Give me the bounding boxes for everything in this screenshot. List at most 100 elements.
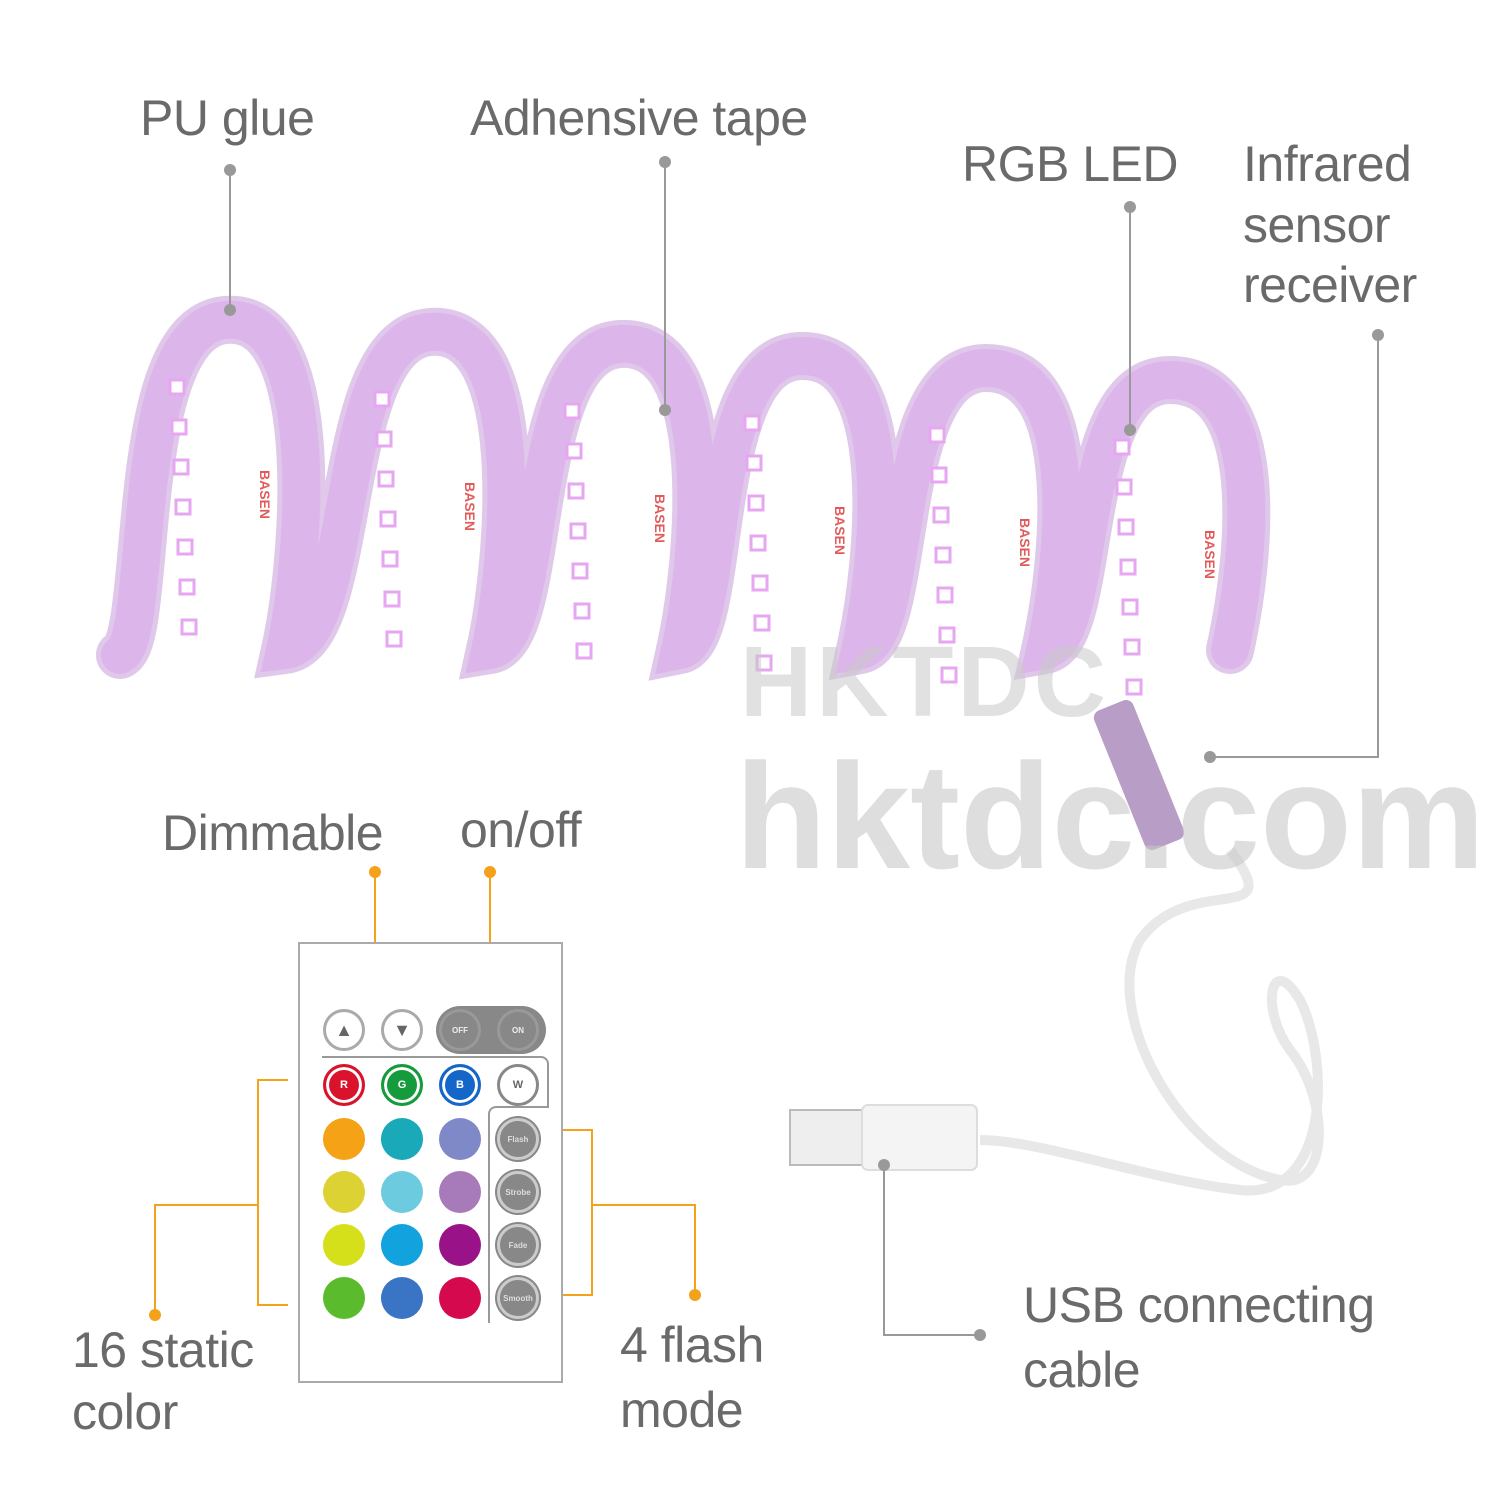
dot-adhesive <box>659 156 671 168</box>
label-pu-glue: PU glue <box>140 90 315 146</box>
dot-infrared-end <box>1204 751 1216 763</box>
leader-static <box>154 1204 258 1315</box>
brightness-up-button[interactable]: ▲ <box>323 1009 365 1051</box>
led-chip <box>377 470 395 488</box>
led-chip <box>932 506 950 524</box>
color-button-r[interactable]: R <box>323 1064 365 1106</box>
label-dimmable: Dimmable <box>162 805 384 861</box>
led-chip <box>178 578 196 596</box>
led-chip <box>1125 678 1143 696</box>
power-on-button[interactable]: ON <box>497 1009 539 1051</box>
led-chip <box>170 418 188 436</box>
led-chip <box>928 426 946 444</box>
usb-cable <box>979 847 1324 1196</box>
dot-static <box>149 1309 161 1321</box>
dot-usb <box>974 1329 986 1341</box>
led-chip <box>936 586 954 604</box>
dot-adhesive-end <box>659 404 671 416</box>
usb-plug-housing <box>861 1104 978 1171</box>
led-chip <box>940 666 958 684</box>
color-swatch-button[interactable] <box>381 1118 423 1160</box>
led-chip <box>375 430 393 448</box>
led-chip <box>1115 478 1133 496</box>
led-chip <box>747 494 765 512</box>
dot-pu-glue <box>224 164 236 176</box>
color-swatch-button[interactable] <box>439 1277 481 1319</box>
dot-flash <box>689 1289 701 1301</box>
strip-brand-text: BASEN <box>462 482 478 531</box>
led-chip <box>567 482 585 500</box>
color-swatch-button[interactable] <box>381 1277 423 1319</box>
led-chip <box>571 562 589 580</box>
color-button-b[interactable]: B <box>439 1064 481 1106</box>
led-chip <box>174 498 192 516</box>
strip-brand-text: BASEN <box>257 470 273 519</box>
dot-dimmable <box>369 866 381 878</box>
mode-button-smooth[interactable]: Smooth <box>497 1277 539 1319</box>
led-strip <box>101 300 1266 675</box>
led-chip <box>934 546 952 564</box>
usb-plug-metal <box>789 1109 866 1166</box>
label-on-off: on/off <box>460 802 582 858</box>
infrared-sensor <box>1093 700 1185 850</box>
strip-brand-text: BASEN <box>652 494 668 543</box>
led-chip <box>751 574 769 592</box>
led-chip <box>938 626 956 644</box>
divider <box>322 1056 549 1108</box>
led-chip <box>563 402 581 420</box>
label-usb-cable-2: cable <box>1023 1342 1141 1398</box>
led-chip <box>1123 638 1141 656</box>
led-chip <box>573 602 591 620</box>
dot-infrared <box>1372 329 1384 341</box>
color-swatch-button[interactable] <box>381 1224 423 1266</box>
color-swatch-button[interactable] <box>439 1171 481 1213</box>
led-chip <box>749 534 767 552</box>
color-swatch-button[interactable] <box>323 1171 365 1213</box>
watermark-site: hktdc.com <box>735 732 1486 900</box>
label-static-color-1: 16 static <box>72 1322 254 1378</box>
bracket-static <box>257 1079 288 1306</box>
led-chip <box>930 466 948 484</box>
leader-infrared <box>1210 335 1379 758</box>
strip-brand-text: BASEN <box>1017 518 1033 567</box>
mode-button-fade[interactable]: Fade <box>497 1224 539 1266</box>
led-chip <box>1117 518 1135 536</box>
dot-pu-glue-end <box>224 304 236 316</box>
brightness-down-button[interactable]: ▼ <box>381 1009 423 1051</box>
label-usb-cable-1: USB connecting <box>1023 1277 1375 1333</box>
color-swatch-button[interactable] <box>439 1118 481 1160</box>
color-swatch-button[interactable] <box>323 1224 365 1266</box>
led-chip <box>565 442 583 460</box>
led-chip <box>381 550 399 568</box>
label-flash-mode-1: 4 flash <box>620 1317 764 1373</box>
label-adhesive-tape: Adhensive tape <box>470 90 808 146</box>
led-chip <box>383 590 401 608</box>
color-swatch-button[interactable] <box>323 1118 365 1160</box>
color-button-w[interactable]: W <box>497 1064 539 1106</box>
watermark-logo: HKTDC <box>740 626 1110 738</box>
led-chip <box>176 538 194 556</box>
leader-usb <box>883 1165 980 1336</box>
led-chip <box>755 654 773 672</box>
mode-button-strobe[interactable]: Strobe <box>497 1171 539 1213</box>
led-chip <box>385 630 403 648</box>
color-swatch-button[interactable] <box>381 1171 423 1213</box>
led-chip <box>379 510 397 528</box>
led-chip <box>575 642 593 660</box>
strip-brand-text: BASEN <box>832 506 848 555</box>
mode-button-flash[interactable]: Flash <box>497 1118 539 1160</box>
label-rgb-led: RGB LED <box>962 136 1179 192</box>
power-off-button[interactable]: OFF <box>439 1009 481 1051</box>
color-button-g[interactable]: G <box>381 1064 423 1106</box>
dot-rgb-led-end <box>1124 424 1136 436</box>
bracket-flash <box>548 1129 593 1296</box>
color-swatch-button[interactable] <box>323 1277 365 1319</box>
leader-flash <box>592 1204 696 1295</box>
led-chip <box>753 614 771 632</box>
color-swatch-button[interactable] <box>439 1224 481 1266</box>
led-chip <box>1121 598 1139 616</box>
led-chip <box>373 390 391 408</box>
dot-rgb-led <box>1124 201 1136 213</box>
